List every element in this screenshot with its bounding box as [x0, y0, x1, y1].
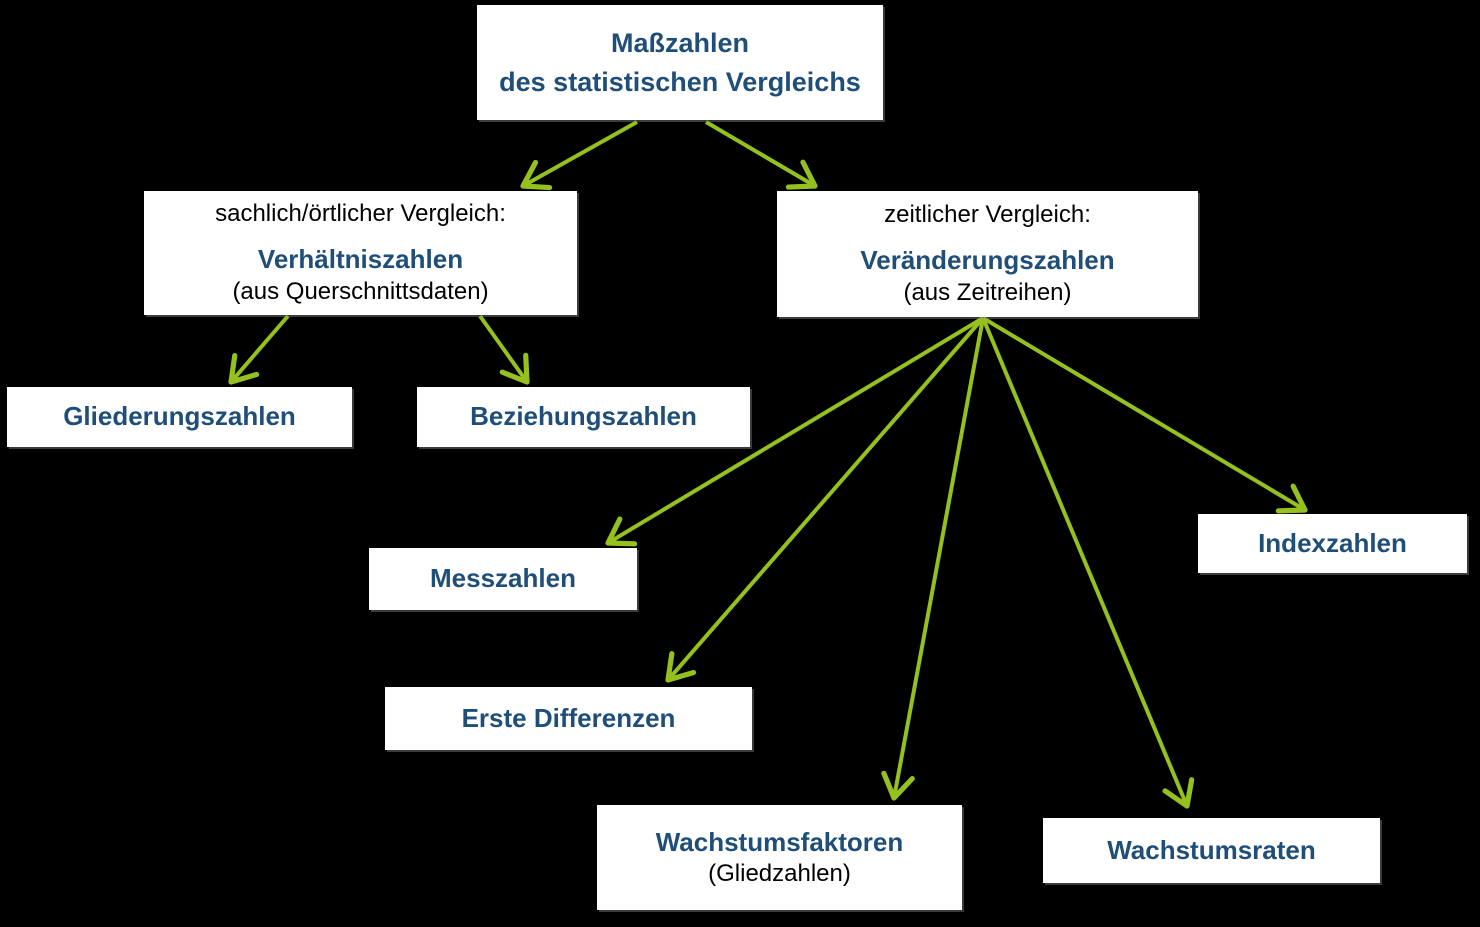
node-gliederungszahlen-title: Gliederungszahlen — [63, 401, 296, 432]
node-veraenderungszahlen-intro: zeitlicher Vergleich: — [884, 200, 1091, 228]
node-wachstumsfaktoren: Wachstumsfaktoren (Gliedzahlen) — [597, 805, 962, 910]
node-indexzahlen-title: Indexzahlen — [1258, 527, 1407, 558]
node-verhaeltniszahlen-subtitle: (aus Querschnittsdaten) — [232, 277, 489, 305]
arrow-veraenderungszahlen-to-erste-differenzen — [665, 316, 985, 683]
node-erste-differenzen: Erste Differenzen — [385, 687, 752, 750]
node-veraenderungszahlen: zeitlicher Vergleich: Veränderungszahlen… — [777, 191, 1198, 317]
node-masszahlen: Maßzahlen des statistischen Vergleichs — [477, 5, 883, 120]
arrow-verhaeltniszahlen-to-gliederungszahlen — [228, 314, 290, 385]
arrow-masszahlen-to-veraenderungszahlen — [704, 120, 818, 190]
node-veraenderungszahlen-subtitle: (aus Zeitreihen) — [903, 278, 1072, 306]
arrow-masszahlen-to-verhaeltniszahlen — [520, 120, 638, 191]
node-wachstumsfaktoren-title: Wachstumsfaktoren — [655, 826, 904, 857]
node-beziehungszahlen-title: Beziehungszahlen — [470, 401, 697, 432]
node-beziehungszahlen: Beziehungszahlen — [417, 387, 750, 447]
node-verhaeltniszahlen-intro: sachlich/örtlicher Vergleich: — [215, 199, 506, 227]
node-wachstumsraten: Wachstumsraten — [1043, 818, 1380, 883]
node-verhaeltniszahlen: sachlich/örtlicher Vergleich: Verhältnis… — [144, 191, 577, 315]
arrow-veraenderungszahlen-to-wachstumsfaktoren — [881, 317, 985, 801]
node-verhaeltniszahlen-title: Verhältniszahlen — [257, 244, 464, 275]
node-wachstumsraten-title: Wachstumsraten — [1107, 834, 1316, 865]
node-veraenderungszahlen-title: Veränderungszahlen — [860, 245, 1115, 276]
node-gliederungszahlen: Gliederungszahlen — [7, 387, 352, 447]
node-erste-differenzen-title: Erste Differenzen — [461, 702, 676, 733]
node-wachstumsfaktoren-subtitle: (Gliedzahlen) — [708, 859, 851, 887]
node-masszahlen-title: Maßzahlen des statistischen Vergleichs — [499, 27, 861, 97]
node-messzahlen-title: Messzahlen — [430, 563, 576, 594]
arrow-veraenderungszahlen-to-wachstumsraten — [981, 317, 1195, 809]
arrow-veraenderungszahlen-to-indexzahlen — [981, 316, 1308, 514]
node-indexzahlen: Indexzahlen — [1198, 514, 1467, 573]
node-messzahlen: Messzahlen — [369, 548, 637, 610]
arrow-verhaeltniszahlen-to-beziehungszahlen — [478, 314, 530, 385]
